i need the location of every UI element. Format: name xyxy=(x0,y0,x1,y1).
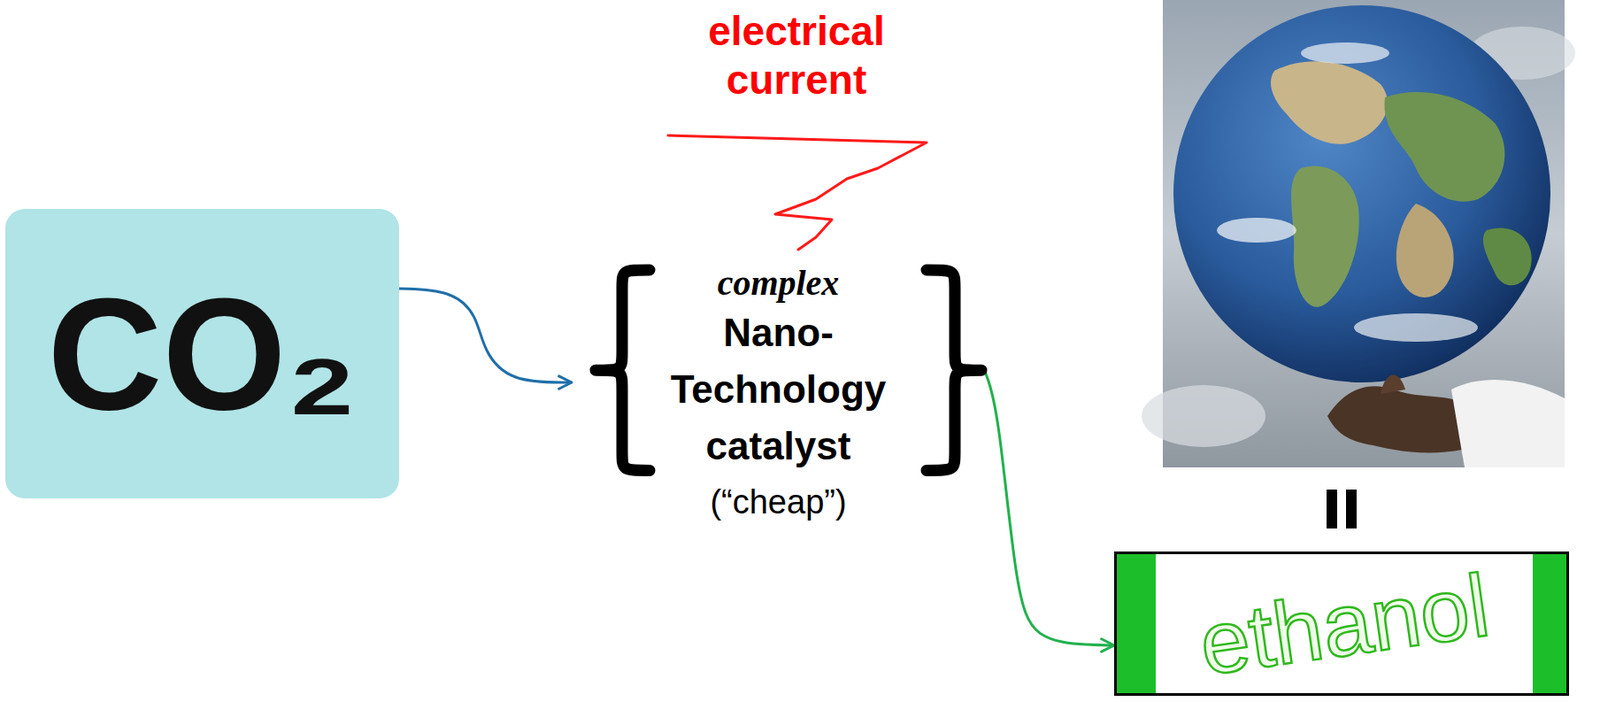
co2-box: CO₂ xyxy=(5,208,400,499)
continent xyxy=(1270,61,1388,144)
cloud-swirl xyxy=(1300,42,1390,64)
input-arrow xyxy=(399,288,572,383)
qualifier-text: complex xyxy=(717,263,840,303)
curly-brace xyxy=(595,269,650,470)
continent xyxy=(1483,227,1532,285)
hand xyxy=(1327,385,1474,453)
energy-label: electrical current xyxy=(681,7,912,105)
earth-photo xyxy=(1141,0,1576,468)
cloud-swirl xyxy=(1353,313,1478,342)
output-arrow xyxy=(984,371,1115,646)
catalyst-node: complexNano- Technology catalyst (“cheap”… xyxy=(571,256,985,531)
formula-text: CO₂ xyxy=(47,266,358,442)
catalyst-text: Nano- Technology catalyst xyxy=(660,304,897,474)
globe xyxy=(1173,5,1551,383)
lightning-bolt xyxy=(668,135,927,250)
finger xyxy=(1380,375,1406,394)
cloud-swirl xyxy=(1216,217,1297,243)
equals-symbol xyxy=(1326,489,1357,529)
continent xyxy=(1291,165,1360,307)
ethanol-box: ethanol xyxy=(1114,551,1570,696)
continent xyxy=(1384,92,1505,202)
curly-brace xyxy=(926,269,982,470)
cost-note: (“cheap”) xyxy=(709,480,847,524)
product-text: ethanol xyxy=(1194,559,1495,688)
cloud xyxy=(1141,384,1266,447)
continent xyxy=(1396,203,1454,298)
equals-bar xyxy=(1346,489,1357,529)
equals-bar xyxy=(1326,489,1338,529)
sleeve xyxy=(1451,379,1565,468)
